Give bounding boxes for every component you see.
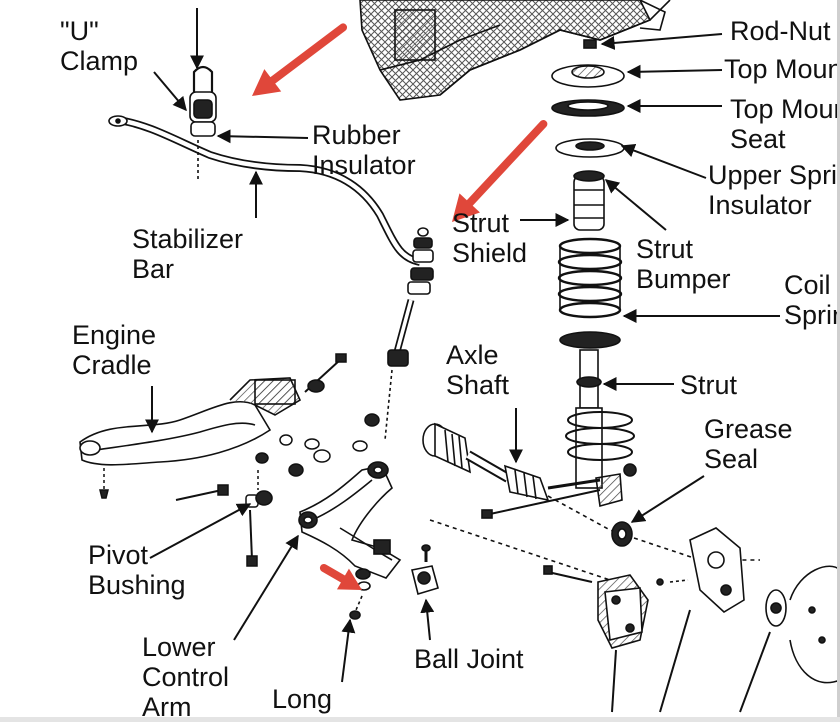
u-clamp-part xyxy=(189,65,217,182)
label-stabilizer-bar: Stabilizer Bar xyxy=(132,224,244,284)
label-lower-control-arm: Lower Control Arm xyxy=(142,632,230,722)
label-top-mount-seat: Top Mount Seat xyxy=(730,94,840,154)
leader-lines xyxy=(145,8,780,713)
window-edge-bottom xyxy=(0,717,840,722)
label-engine-cradle: Engine Cradle xyxy=(72,320,157,380)
label-strut: Strut xyxy=(680,370,738,400)
label-long: Long xyxy=(272,684,333,714)
label-axle-shaft: Axle Shaft xyxy=(446,340,510,400)
label-strut-shield: Strut Shield xyxy=(452,208,528,268)
label-ball-joint: Ball Joint xyxy=(414,644,524,674)
red-arrow-bottom xyxy=(319,564,362,590)
label-grease-seal: Grease Seal xyxy=(704,414,793,474)
strut-assembly xyxy=(551,39,637,508)
red-arrow-top xyxy=(252,23,348,96)
label-upper-spring-insulator: Upper Spring Insulator xyxy=(708,160,840,220)
axle-shaft-part xyxy=(422,422,760,581)
label-rubber-insulator: Rubber Insulator xyxy=(312,120,416,180)
window-edge-right xyxy=(837,0,840,722)
stabilizer-link xyxy=(384,227,434,441)
label-strut-bumper: Strut Bumper xyxy=(636,234,731,294)
label-pivot-bushing: Pivot Bushing xyxy=(88,540,186,600)
stabilizer-bar xyxy=(108,115,421,266)
label-rod-nut: Rod-Nut xyxy=(730,16,831,46)
grease-seal-part xyxy=(611,521,633,547)
subframe-body xyxy=(359,0,671,101)
label-top-mount: Top Mount xyxy=(724,54,840,84)
knuckle-hub-rotor xyxy=(543,527,840,684)
ball-joint-part xyxy=(411,544,439,596)
engine-cradle-part xyxy=(79,377,302,466)
label-coil-spring: Coil Spring xyxy=(784,270,840,330)
red-arrow-middle xyxy=(452,119,548,222)
label-u-clamp: "U" Clamp xyxy=(60,16,139,76)
red-callout-arrows xyxy=(252,23,548,590)
lower-control-arm-part xyxy=(255,461,402,620)
bolts xyxy=(99,353,380,567)
